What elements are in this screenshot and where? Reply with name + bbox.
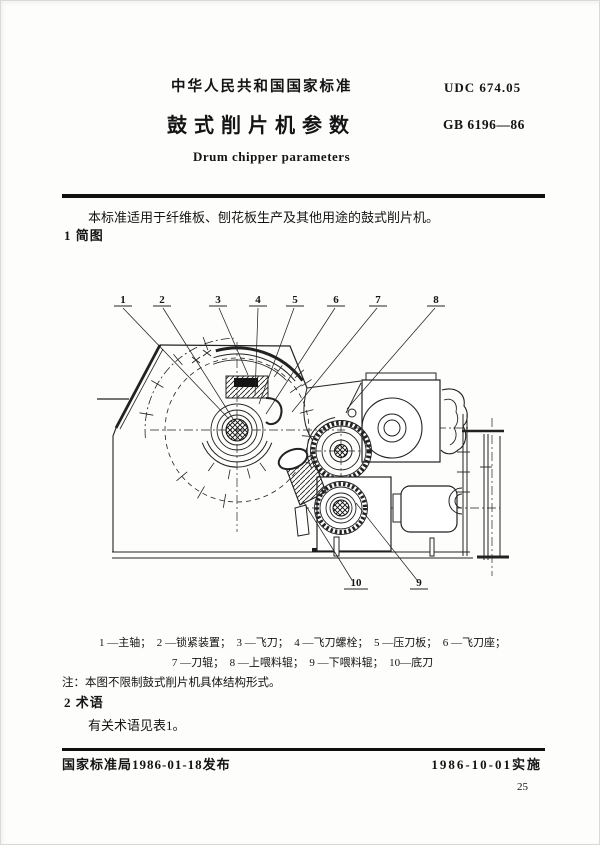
- label-4: 4: [255, 294, 261, 306]
- label-8: 8: [433, 294, 439, 306]
- page-number: 25: [517, 781, 528, 793]
- section-1-heading: 1 简图: [64, 228, 104, 243]
- main-shaft-hub: [201, 403, 273, 480]
- label-3: 3: [215, 294, 221, 306]
- document-title: 鼓式削片机参数: [167, 115, 356, 137]
- label-6: 6: [333, 294, 339, 306]
- feed-motor: [400, 485, 458, 533]
- section-2-heading: 2 术语: [64, 695, 104, 710]
- issuing-org-title: 中华人民共和国国家标准: [171, 79, 353, 95]
- label-2: 2: [159, 294, 165, 306]
- pressure-plate-hook: [265, 397, 283, 426]
- footer-issued: 国家标准局1986-01-18发布: [62, 757, 231, 772]
- scope-paragraph: 本标准适用于纤维板、刨花板生产及其他用途的鼓式削片机。: [88, 210, 440, 225]
- hatch-tick-marks: [191, 349, 212, 364]
- part-number-labels: 1 2 3 4 5 6 7 8 9 10: [114, 294, 445, 590]
- upper-gearbox: [361, 372, 441, 463]
- footer-rule: [62, 748, 545, 751]
- header-rule: [62, 194, 545, 198]
- knife-arc-assembly: [212, 346, 312, 426]
- drum-cutting-circle: [139, 336, 316, 508]
- lower-feed-section: [277, 447, 458, 557]
- leader-lines: [122, 307, 436, 581]
- drum-chipper-diagram: 1 2 3 4 5 6 7 8 9 10: [97, 294, 509, 590]
- label-9: 9: [416, 577, 422, 589]
- standard-code: GB 6196—86: [443, 117, 525, 132]
- right-frame: [448, 414, 509, 560]
- label-7: 7: [375, 294, 381, 306]
- figure-caption-line2: 7 —刀辊； 8 —上喂料辊； 9 —下喂料辊； 10—底刀: [171, 657, 434, 669]
- figure-caption-line1: 1 —主轴； 2 —锁紧装置； 3 —飞刀； 4 —飞刀螺栓； 5 —压刀板； …: [99, 637, 506, 649]
- footer-effective: 1986-10-01实施: [431, 757, 542, 772]
- figure-note: 注：本图不限制鼓式削片机具体结构形式。: [62, 677, 281, 689]
- udc-number: UDC 674.05: [444, 80, 522, 95]
- lower-roller-hub: [332, 499, 350, 517]
- label-10: 10: [351, 577, 363, 589]
- upper-feed-roller: [306, 408, 372, 482]
- label-5: 5: [292, 294, 298, 306]
- section-2-paragraph: 有关术语见表1。: [88, 718, 186, 733]
- label-1: 1: [120, 294, 126, 306]
- document-title-english: Drum chipper parameters: [193, 149, 351, 164]
